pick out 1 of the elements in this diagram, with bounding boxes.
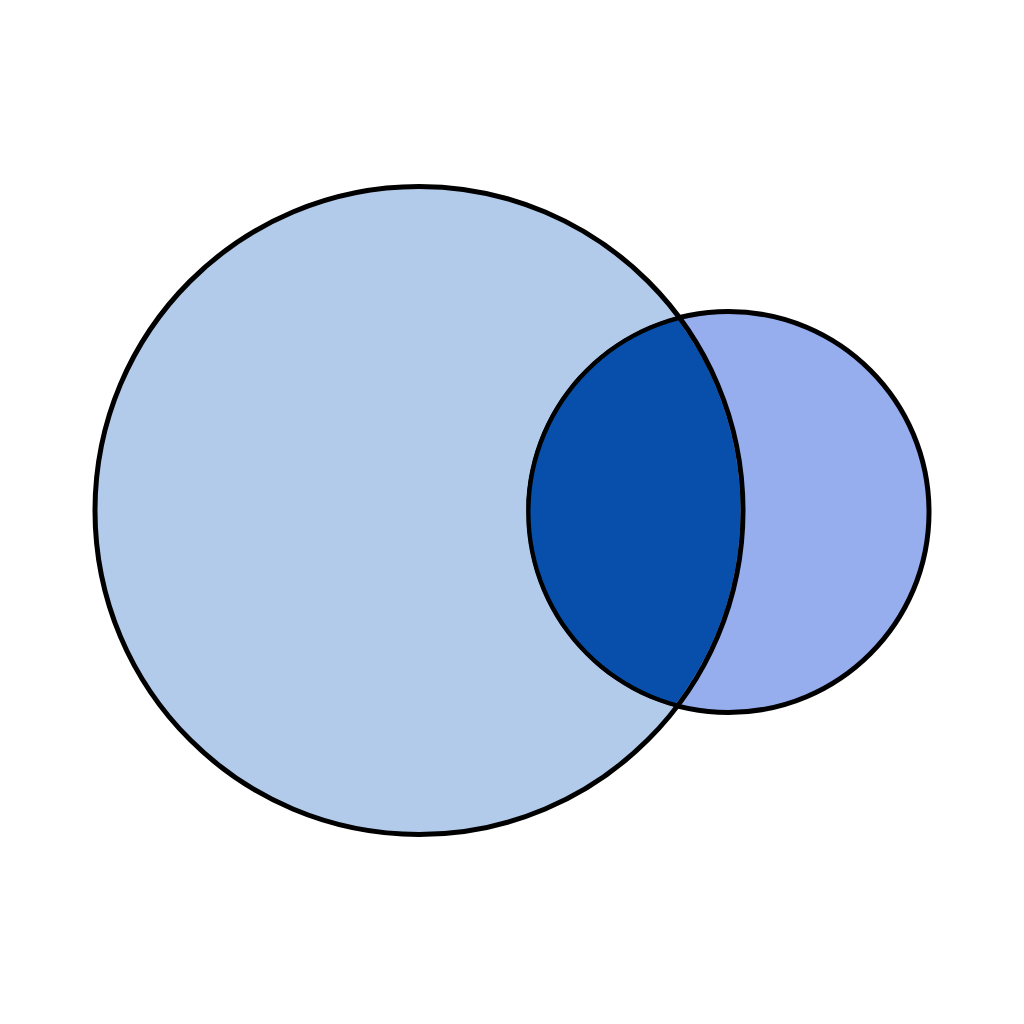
large-circle	[92, 184, 746, 837]
